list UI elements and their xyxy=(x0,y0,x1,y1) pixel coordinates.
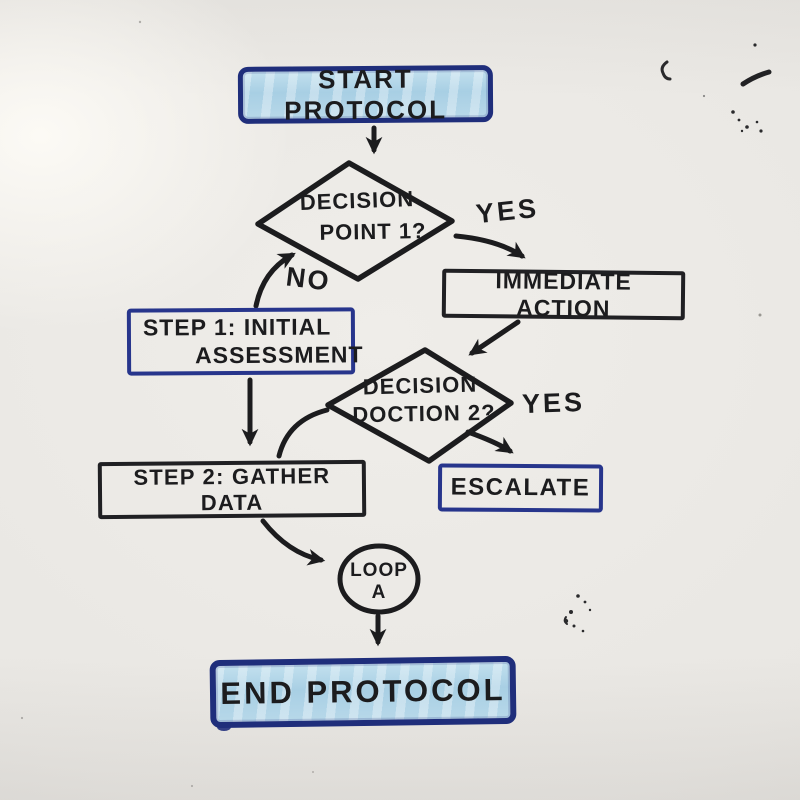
node-step1: STEP 1: INITIAL ASSESSMENT xyxy=(126,307,364,376)
node-loop-label-line1: LOOP xyxy=(350,560,408,581)
node-end-protocol: END PROTOCOL xyxy=(209,655,517,729)
node-end-protocol-label: END PROTOCOL xyxy=(220,672,506,711)
edge-step1-no-to-decision1 xyxy=(253,252,296,309)
node-decision2-label-line1: DECISION xyxy=(362,371,478,400)
node-step2-label: STEP 2: GATHER DATA xyxy=(133,462,331,515)
node-loop-label-line2: A xyxy=(371,582,387,603)
edge-immediate-action-to-decision2 xyxy=(468,319,521,356)
node-step1-label-line2: ASSESSMENT xyxy=(195,340,364,368)
node-decision1-label-line2: POINT 1? xyxy=(319,218,427,245)
edge-label-decision2-yes: YES xyxy=(521,386,586,420)
node-escalate: ESCALATE xyxy=(437,463,604,513)
node-immediate-action: IMMEDIATE ACTION xyxy=(441,266,686,321)
marker-smudge xyxy=(740,69,772,87)
edge-decision1-yes-to-immediate-action xyxy=(453,233,526,259)
node-start-protocol: START PROTOCOL xyxy=(237,63,494,126)
edge-label-decision1-no: NO xyxy=(284,261,333,297)
edge-decision2-yes-to-escalate xyxy=(465,429,514,454)
marker-smudge xyxy=(660,60,672,81)
node-immediate-action-label: IMMEDIATE ACTION xyxy=(495,266,632,321)
node-step1-label-line1: STEP 1: INITIAL xyxy=(142,313,332,341)
node-decision2-label-line2: DOCTION 2? xyxy=(352,399,496,428)
node-escalate-label: ESCALATE xyxy=(450,473,591,502)
node-start-protocol-label: START PROTOCOL xyxy=(284,63,448,126)
node-step2: STEP 2: GATHER DATA xyxy=(97,459,367,520)
edge-label-decision1-yes: YES xyxy=(474,192,541,230)
decision1-diamond-shape xyxy=(255,160,455,282)
marker-speck-cluster xyxy=(702,43,763,133)
edge-decision2-to-step2 xyxy=(276,407,330,459)
edge-step2-to-loop xyxy=(260,518,326,566)
decision2-diamond-shape xyxy=(325,347,514,464)
loop-a-circle-shape xyxy=(337,543,421,615)
marker-speck-cluster xyxy=(563,594,592,633)
